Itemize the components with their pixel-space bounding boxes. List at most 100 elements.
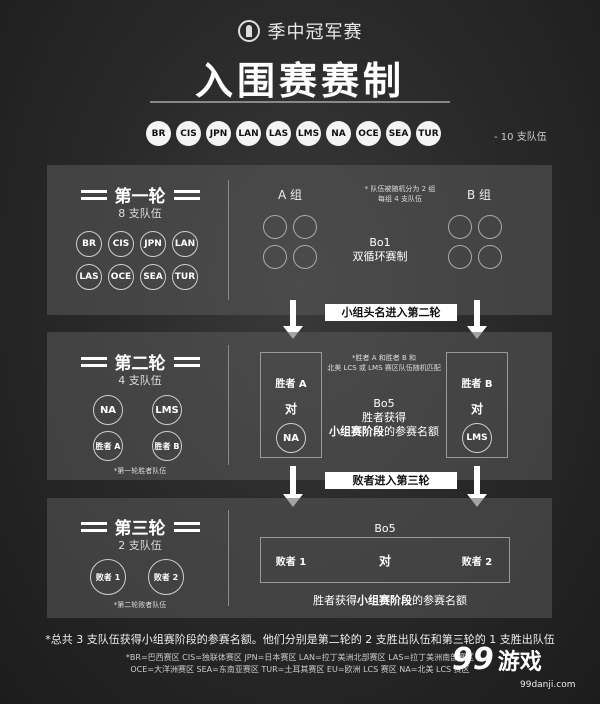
group-a-label: A 组 bbox=[278, 188, 303, 202]
banner-advance-round2: 小组头名进入第二轮 bbox=[325, 304, 457, 321]
match-box-left bbox=[260, 352, 322, 458]
empty-slot bbox=[478, 245, 502, 269]
group-b-slots bbox=[448, 215, 502, 269]
bars-icon bbox=[80, 356, 107, 367]
round1-title-text: 第一轮 bbox=[114, 187, 166, 207]
team-ring: CIS bbox=[108, 231, 134, 257]
round1-format: Bo1 双循环赛制 bbox=[320, 236, 440, 264]
team-chip: BR bbox=[146, 121, 171, 146]
team-ring: SEA bbox=[140, 264, 166, 290]
round1-format-line1: Bo1 bbox=[369, 236, 391, 249]
team-chip: JPN bbox=[206, 121, 231, 146]
team-ring: LMS bbox=[462, 423, 492, 453]
footer-summary: *总共 3 支队伍获得小组赛阶段的参赛名额。他们分别是第二轮的 2 支胜出队伍和… bbox=[45, 633, 555, 646]
round3-match-box bbox=[260, 537, 510, 583]
team-ring: OCE bbox=[108, 264, 134, 290]
round3-sub: 2 支队伍 bbox=[118, 539, 162, 552]
round3-result-tail: 的参赛名额 bbox=[412, 594, 467, 607]
round1-title: 第一轮 bbox=[60, 182, 220, 207]
empty-slot bbox=[293, 215, 317, 239]
round2-divider bbox=[228, 345, 229, 465]
team-chip: LAN bbox=[236, 121, 261, 146]
bars-icon bbox=[173, 356, 200, 367]
bars-icon bbox=[80, 189, 107, 200]
team-chip: SEA bbox=[386, 121, 411, 146]
round2-result-bold: 小组赛阶段 bbox=[329, 425, 384, 438]
empty-slot bbox=[263, 215, 287, 239]
empty-slot bbox=[293, 245, 317, 269]
arrow-down-icon bbox=[290, 466, 296, 496]
round3-title-text: 第三轮 bbox=[114, 519, 166, 539]
round3-match-vs: 对 bbox=[378, 554, 391, 568]
match-right-top: 胜者 B bbox=[461, 379, 493, 390]
round2-result-tail: 的参赛名额 bbox=[384, 425, 439, 438]
team-chip: OCE bbox=[356, 121, 381, 146]
round2-panel bbox=[47, 332, 552, 480]
arrow-down-icon bbox=[474, 466, 480, 496]
footer-legend-line2: OCE=大洋洲赛区 SEA=东南亚赛区 TUR=土耳其赛区 EU=欧洲 LCS … bbox=[130, 665, 470, 674]
title-divider bbox=[150, 101, 450, 103]
footer-legend-line1: *BR=巴西赛区 CIS=独联体赛区 JPN=日本赛区 LAN=拉丁美洲北部赛区… bbox=[125, 653, 475, 662]
team-ring: LAN bbox=[172, 231, 198, 257]
trophy-icon bbox=[237, 20, 260, 42]
round1-format-line2: 双循环赛制 bbox=[352, 250, 408, 263]
round1-note: * 队伍被随机分为 2 组 每组 4 支队伍 bbox=[330, 184, 470, 204]
page-title: 入围赛赛制 bbox=[194, 59, 405, 103]
empty-slot bbox=[448, 245, 472, 269]
match-box-right bbox=[446, 352, 508, 458]
group-a-slots bbox=[263, 215, 317, 269]
team-ring: TUR bbox=[172, 264, 198, 290]
team-ring: JPN bbox=[140, 231, 166, 257]
banner-advance-round3: 败者进入第三轮 bbox=[325, 472, 457, 489]
round2-note-line1: *胜者 A 和胜者 B 和 bbox=[352, 354, 416, 362]
header-logo: 季中冠军赛 bbox=[0, 18, 600, 44]
team-ring: NA bbox=[93, 395, 123, 425]
team-ring: 败者 2 bbox=[148, 559, 184, 595]
round2-sub: 4 支队伍 bbox=[118, 374, 162, 387]
arrow-down-icon bbox=[474, 300, 480, 328]
round3-divider bbox=[228, 510, 229, 606]
round2-result: Bo5 胜者获得 小组赛阶段的参赛名额 bbox=[322, 397, 446, 439]
round2-result-line2: 小组赛阶段的参赛名额 bbox=[322, 425, 446, 439]
round2-note: *胜者 A 和胜者 B 和 北美 LCS 或 LMS 赛区队伍随机匹配 bbox=[322, 353, 446, 373]
round2-format: Bo5 bbox=[373, 397, 395, 410]
round2-title-text: 第二轮 bbox=[114, 354, 166, 374]
round3-match-left: 败者 1 bbox=[275, 557, 307, 568]
group-b-label: B 组 bbox=[467, 188, 492, 202]
watermark-url: 99danji.com bbox=[520, 680, 576, 690]
round1-teams-row2: LAS OCE SEA TUR bbox=[76, 264, 198, 290]
team-ring: LAS bbox=[76, 264, 102, 290]
round3-result: 胜者获得小组赛阶段的参赛名额 bbox=[280, 594, 500, 608]
round2-result-line1: 胜者获得 bbox=[362, 411, 406, 424]
match-right-vs: 对 bbox=[470, 402, 483, 416]
round2-note-line2: 北美 LCS 或 LMS 赛区队伍随机匹配 bbox=[327, 364, 441, 372]
round1-note-line2: 每组 4 支队伍 bbox=[378, 195, 422, 203]
footer-legend: *BR=巴西赛区 CIS=独联体赛区 JPN=日本赛区 LAN=拉丁美洲北部赛区… bbox=[0, 652, 600, 676]
bars-icon bbox=[80, 521, 107, 532]
team-chip: LMS bbox=[296, 121, 321, 146]
bars-icon bbox=[173, 521, 200, 532]
round1-divider bbox=[228, 180, 229, 300]
round3-result-bold: 小组赛阶段 bbox=[357, 594, 412, 607]
team-chip: TUR bbox=[416, 121, 441, 146]
round3-panel bbox=[47, 498, 552, 618]
round3-match-right: 败者 2 bbox=[461, 557, 493, 568]
round3-left-note: *第二轮败者队伍 bbox=[113, 601, 167, 609]
round3-result-head: 胜者获得 bbox=[313, 594, 357, 607]
event-name: 季中冠军赛 bbox=[267, 22, 363, 43]
team-ring: 胜者 A bbox=[93, 431, 123, 461]
round2-left-note: *第一轮胜者队伍 bbox=[113, 467, 167, 475]
match-left-top: 胜者 A bbox=[275, 379, 307, 390]
team-ring: 败者 1 bbox=[90, 559, 126, 595]
match-left-vs: 对 bbox=[284, 402, 297, 416]
team-chip: LAS bbox=[266, 121, 291, 146]
empty-slot bbox=[448, 215, 472, 239]
round2-title: 第二轮 bbox=[60, 349, 220, 374]
team-ring: 胜者 B bbox=[152, 431, 182, 461]
empty-slot bbox=[263, 245, 287, 269]
team-chip: NA bbox=[326, 121, 351, 146]
team-ring: NA bbox=[276, 423, 306, 453]
watermark-logo: 99 游戏 bbox=[452, 642, 542, 677]
round1-sub: 8 支队伍 bbox=[118, 207, 162, 220]
watermark-number: 99 bbox=[452, 642, 494, 677]
